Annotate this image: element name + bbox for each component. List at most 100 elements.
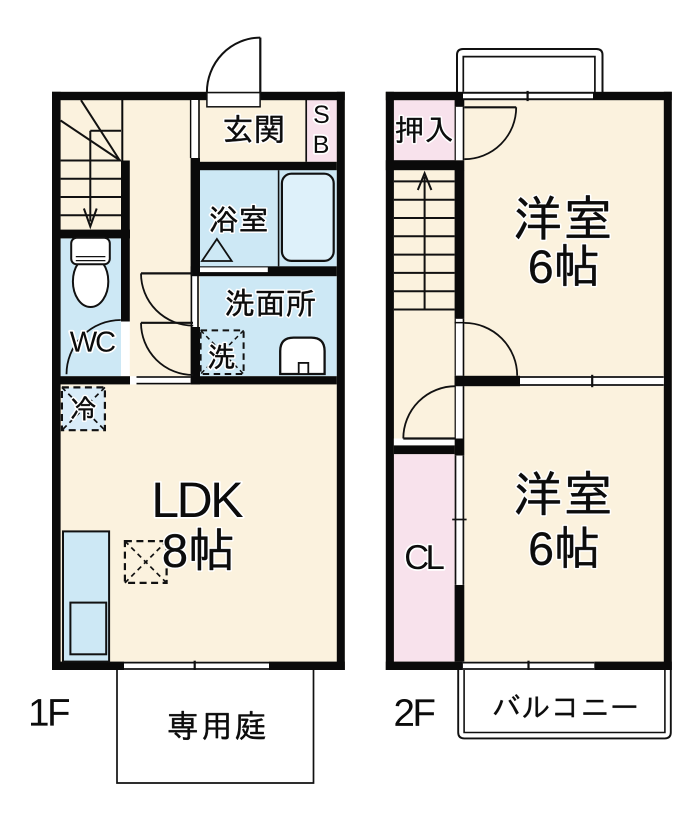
label-room2-glyphs <box>515 470 610 516</box>
label-floor-1f <box>29 697 71 728</box>
label-closet-glyphs <box>406 544 444 570</box>
label-bathroom-glyphs <box>210 205 267 233</box>
kitchen-counter-icon <box>62 530 111 663</box>
door2-jamb-left <box>454 318 456 376</box>
hall-door-upper-arc <box>140 273 194 327</box>
label-shoebox-b <box>313 133 330 155</box>
door3-jamb-left <box>454 386 456 439</box>
genkan-step-strip <box>191 100 199 158</box>
label-room2-size <box>528 524 600 570</box>
wall-oshiire-bottom <box>385 160 465 171</box>
wall-column-seg-a <box>454 100 465 107</box>
labels <box>29 103 638 742</box>
closet-sliding-door <box>452 455 467 585</box>
label-wc-glyphs <box>69 331 115 352</box>
wall-column-seg-d <box>454 438 465 456</box>
floor-plan-2f <box>385 48 672 740</box>
label-ldk-size-glyphs <box>163 527 233 571</box>
label-room2 <box>514 469 612 517</box>
balcony-inner <box>463 670 666 734</box>
ldk-door-opening <box>130 376 191 385</box>
wall-column-seg-b <box>454 170 465 319</box>
label-closet <box>404 543 446 571</box>
door3-jamb-right <box>462 386 465 439</box>
wall-washroom-bottom <box>190 376 337 385</box>
label-ldk-glyphs <box>155 482 243 517</box>
wall-column-seg-e <box>454 584 465 662</box>
wall-1f-top <box>52 91 345 101</box>
ldk-door-threshold-top <box>136 376 191 378</box>
label-balcony <box>491 692 638 720</box>
label-washroom-glyphs <box>226 288 315 318</box>
room1-door-arc <box>464 107 518 161</box>
wall-2f-left <box>385 91 394 671</box>
label-floor-2f <box>393 697 437 728</box>
label-washroom <box>224 287 317 319</box>
bath-door-opening <box>200 267 268 273</box>
room2-door-arc <box>402 385 456 439</box>
floor-plan-1f <box>52 36 345 784</box>
label-room1-size <box>528 242 599 288</box>
label-wc <box>68 329 117 354</box>
washroom-door-opening <box>192 270 198 327</box>
label-washer-glyphs <box>208 343 235 370</box>
label-ldk <box>153 480 245 519</box>
bath-door-triangle <box>200 237 234 262</box>
wc-door-opening <box>121 321 130 377</box>
label-fridge <box>69 394 98 422</box>
hall-closet-door-strip <box>393 438 455 446</box>
wall-stair-wc-divider <box>52 229 130 239</box>
label-room1-size-glyphs <box>529 243 598 287</box>
ldk-door-threshold-bottom <box>136 382 191 385</box>
door2-jamb-right <box>462 318 465 376</box>
window-1f-south-glass <box>124 661 269 670</box>
stair-hall-divider <box>121 100 124 161</box>
hall-door-lower-arc <box>140 322 194 376</box>
window-2f-south <box>462 660 595 671</box>
room1-door2-opening <box>455 318 463 376</box>
stairs-2f <box>393 170 455 311</box>
label-room2-size-glyphs <box>530 525 598 569</box>
wall-stair-wc-column <box>121 160 130 322</box>
label-genkan-glyphs <box>224 114 283 144</box>
wall-wc-bottom <box>52 376 130 385</box>
sink-faucet <box>297 361 310 375</box>
bay-window-inner <box>462 55 596 92</box>
label-shoebox-s-glyphs <box>314 105 329 124</box>
wall-hall-wet-upper <box>190 158 200 271</box>
label-shoebox-s <box>312 103 331 125</box>
label-genkan <box>222 113 285 145</box>
washroom-door-jamb-right <box>197 270 199 327</box>
label-shoebox-b-glyphs <box>314 135 329 153</box>
bathtub-icon <box>280 172 335 262</box>
stair1-arrow-head <box>82 208 98 230</box>
label-bathroom <box>208 203 269 234</box>
balcony-boundary <box>457 670 672 740</box>
bay-window-outer <box>456 48 604 92</box>
label-balcony-glyphs <box>493 694 637 719</box>
label-room1-glyphs <box>515 195 610 240</box>
label-garden <box>167 709 267 742</box>
stairs-1f <box>60 99 121 230</box>
room1-door-opening <box>455 106 463 161</box>
toilet-tank <box>70 236 111 266</box>
washroom-door-jamb-left <box>190 270 193 327</box>
sink-vanity-icon <box>279 336 326 376</box>
label-fridge-glyphs <box>71 396 96 421</box>
label-ldk-size <box>162 526 234 572</box>
room1-door2-arc <box>464 322 519 376</box>
rooms-sliding-partition <box>520 374 664 388</box>
wall-genkan-bottom <box>197 161 337 171</box>
wall-2f-right <box>663 91 672 671</box>
label-oshiire-glyphs <box>395 116 453 143</box>
dining-table-x2 <box>124 540 168 584</box>
wall-rooms-divider <box>454 375 520 387</box>
label-oshiire <box>394 114 454 145</box>
label-room1 <box>514 193 611 242</box>
label-garden-glyphs <box>168 710 266 741</box>
closet-floor <box>393 454 455 662</box>
door1-jamb-right <box>462 106 465 161</box>
genkan-step-jamb-left <box>189 100 192 158</box>
